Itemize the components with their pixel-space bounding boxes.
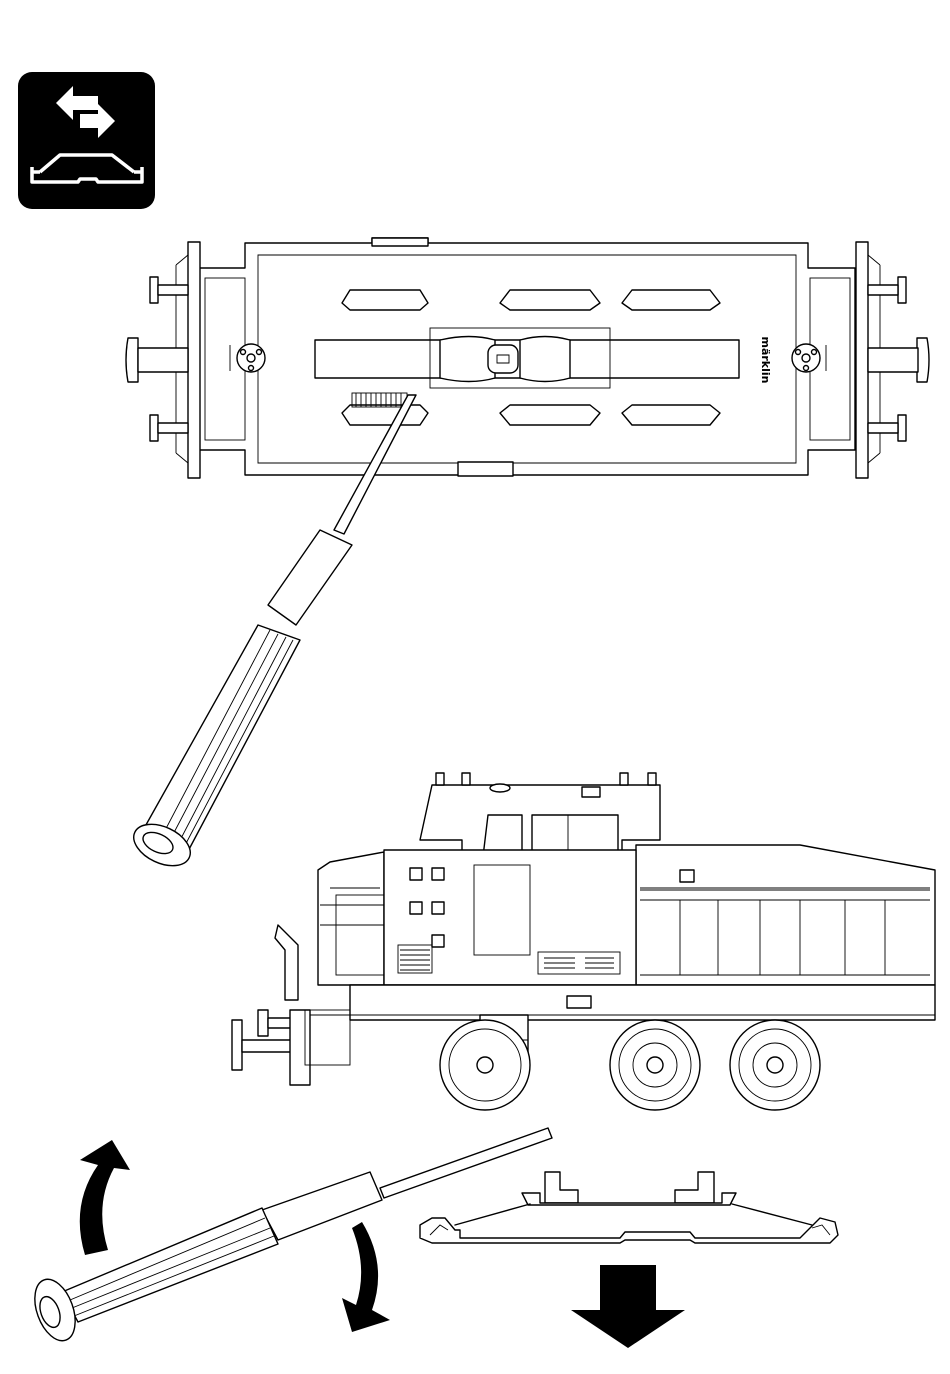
pivot-right	[792, 344, 826, 372]
wheel-left	[440, 1020, 530, 1110]
down-arrow-icon	[571, 1265, 685, 1348]
pivot-left	[230, 344, 265, 372]
pickup-shoe-installed	[315, 328, 739, 388]
wheel-center	[610, 1020, 700, 1110]
locomotive-underside-view: märklin	[126, 238, 929, 478]
wheel-set-top	[342, 290, 720, 310]
locomotive-side-view	[232, 773, 935, 1110]
pickup-shoe-removed	[420, 1172, 838, 1243]
rotate-up-arrow-icon	[80, 1140, 130, 1255]
exchange-pickup-shoe-icon	[18, 72, 155, 209]
wheel-right	[730, 1020, 820, 1110]
screwdriver-top	[127, 395, 416, 874]
rotate-down-arrow-icon	[342, 1222, 390, 1332]
brand-marking: märklin	[759, 337, 772, 384]
